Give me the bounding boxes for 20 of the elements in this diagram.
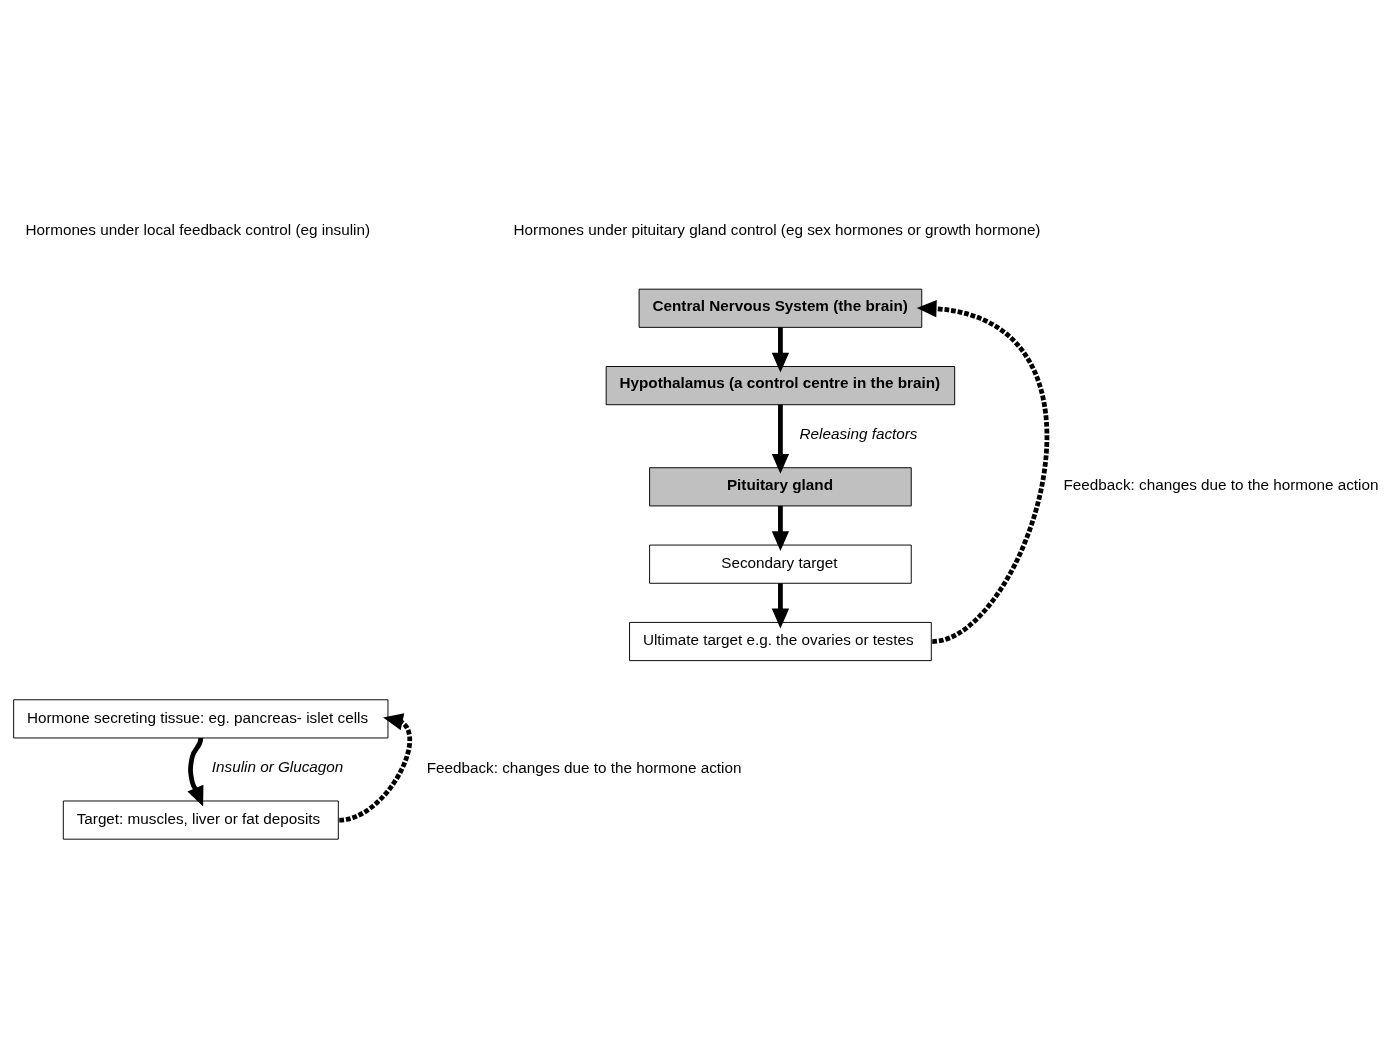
edge-label: Feedback: changes due to the hormone action <box>426 759 742 777</box>
arrow <box>771 505 790 552</box>
node-box: Secondary target <box>649 544 912 584</box>
arrow <box>771 327 790 373</box>
node-box: Hormone secreting tissue: eg. pancreas- islet cells <box>13 699 389 739</box>
node-box: Central Nervous System (the brain) <box>638 288 923 328</box>
node-box: Pituitary gland <box>649 467 912 507</box>
label: Hormones under pituitary gland control (eg sex hormones or growth hormone) <box>513 220 1041 238</box>
label: Hormones under local feedback control (eg insulin) <box>25 220 371 238</box>
arrow <box>771 404 790 474</box>
node-box: Hypothalamus (a control centre in the brain) <box>605 366 956 406</box>
arrow <box>771 583 790 629</box>
edge-label: Insulin or Glucagon <box>211 758 344 776</box>
edge-label: Feedback: changes due to the hormone action <box>1063 476 1379 494</box>
node-box: Target: muscles, liver or fat deposits <box>62 800 339 840</box>
arrow <box>916 300 1050 644</box>
edge-label: Releasing factors <box>799 424 918 442</box>
node-box: Ultimate target e.g. the ovaries or testes <box>629 621 932 662</box>
arrow <box>187 737 204 807</box>
arrow <box>338 713 412 823</box>
